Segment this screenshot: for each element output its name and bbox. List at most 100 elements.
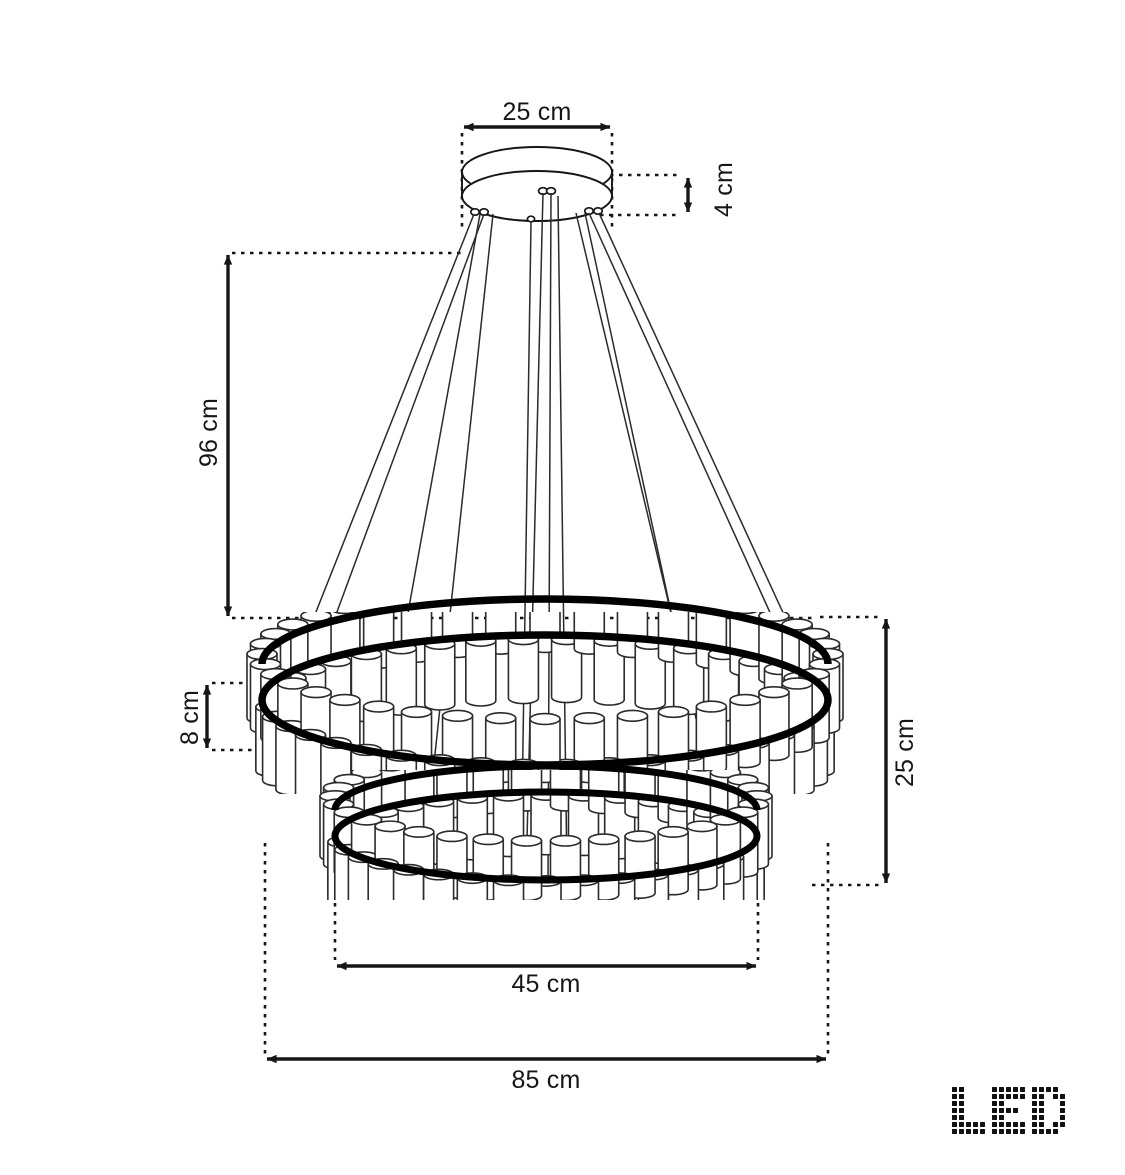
led-dot xyxy=(1006,1129,1011,1134)
led-dot xyxy=(1039,1129,1044,1134)
led-dot xyxy=(966,1129,971,1134)
led-dot xyxy=(966,1087,971,1092)
led-dot xyxy=(959,1115,964,1120)
led-dot xyxy=(952,1115,957,1120)
led-dot xyxy=(980,1094,985,1099)
led-dot xyxy=(973,1101,978,1106)
led-dot xyxy=(1046,1108,1051,1113)
led-dot xyxy=(1053,1129,1058,1134)
led-dot xyxy=(999,1122,1004,1127)
led-dot xyxy=(980,1122,985,1127)
led-dot xyxy=(959,1122,964,1127)
led-dot xyxy=(1032,1129,1037,1134)
led-dot xyxy=(1053,1101,1058,1106)
dim-label-suspension-drop: 96 cm xyxy=(195,397,224,467)
led-dot xyxy=(1039,1122,1044,1127)
led-dot xyxy=(1032,1101,1037,1106)
led-dot xyxy=(1053,1122,1058,1127)
led-dot xyxy=(959,1129,964,1134)
led-dot xyxy=(1032,1115,1037,1120)
led-dot xyxy=(1053,1108,1058,1113)
led-dot xyxy=(1046,1101,1051,1106)
lower-ring-back-edge xyxy=(331,762,761,811)
led-dot xyxy=(1006,1108,1011,1113)
dimension-arrows xyxy=(202,122,891,1064)
led-dot xyxy=(959,1094,964,1099)
led-dot xyxy=(980,1108,985,1113)
led-dot xyxy=(1013,1108,1018,1113)
led-dot xyxy=(1006,1101,1011,1106)
led-dot xyxy=(1032,1122,1037,1127)
led-dot xyxy=(1032,1108,1037,1113)
led-dot xyxy=(1013,1115,1018,1120)
led-dot xyxy=(1053,1087,1058,1092)
led-dot xyxy=(992,1101,997,1106)
led-dot xyxy=(1013,1094,1018,1099)
led-dot xyxy=(1020,1108,1025,1113)
led-dot xyxy=(1060,1101,1065,1106)
dim-label-inner-ring-diameter: 45 cm xyxy=(511,969,581,998)
led-dot xyxy=(1046,1129,1051,1134)
led-dot xyxy=(1060,1087,1065,1092)
led-dot xyxy=(973,1129,978,1134)
led-dot xyxy=(1020,1101,1025,1106)
led-dot xyxy=(992,1094,997,1099)
led-dot xyxy=(952,1129,957,1134)
led-dot xyxy=(973,1122,978,1127)
led-dot xyxy=(999,1115,1004,1120)
led-dot xyxy=(999,1101,1004,1106)
led-dot xyxy=(1039,1087,1044,1092)
dim-label-canopy-diameter: 25 cm xyxy=(502,97,572,126)
led-dot xyxy=(1020,1094,1025,1099)
led-dot xyxy=(1006,1087,1011,1092)
led-dot xyxy=(1039,1094,1044,1099)
led-badge xyxy=(952,1087,1065,1134)
led-dot xyxy=(1020,1129,1025,1134)
led-dot xyxy=(1006,1122,1011,1127)
led-dot xyxy=(980,1087,985,1092)
led-dot xyxy=(973,1108,978,1113)
led-dot xyxy=(966,1122,971,1127)
led-dot xyxy=(992,1129,997,1134)
led-char-e xyxy=(992,1087,1025,1134)
led-dot xyxy=(1060,1108,1065,1113)
lower-ring-ellipse xyxy=(331,788,761,884)
lower-ring-band xyxy=(331,762,761,884)
led-dot xyxy=(1060,1122,1065,1127)
led-dot xyxy=(1060,1115,1065,1120)
led-dot xyxy=(1020,1122,1025,1127)
led-dot xyxy=(1013,1122,1018,1127)
led-dot xyxy=(1006,1094,1011,1099)
led-dot xyxy=(1006,1115,1011,1120)
led-dot xyxy=(1032,1094,1037,1099)
led-dot xyxy=(999,1087,1004,1092)
led-dot xyxy=(1046,1094,1051,1099)
led-dot xyxy=(1046,1087,1051,1092)
led-dot xyxy=(973,1094,978,1099)
led-dot xyxy=(1053,1115,1058,1120)
led-dot xyxy=(959,1087,964,1092)
led-dot xyxy=(1060,1094,1065,1099)
led-dot xyxy=(1039,1101,1044,1106)
led-dot xyxy=(966,1101,971,1106)
led-dot xyxy=(1039,1108,1044,1113)
led-dot xyxy=(952,1101,957,1106)
led-dot xyxy=(1046,1122,1051,1127)
led-dot xyxy=(952,1122,957,1127)
led-dot xyxy=(1020,1087,1025,1092)
led-tube-upper xyxy=(465,634,497,707)
dim-label-outer-ring-diameter: 85 cm xyxy=(511,1065,581,1094)
led-dot xyxy=(1053,1094,1058,1099)
led-char-d xyxy=(1032,1087,1065,1134)
led-dot xyxy=(952,1087,957,1092)
led-dot xyxy=(999,1108,1004,1113)
canopy-bottom-face xyxy=(461,170,613,222)
led-dot xyxy=(999,1129,1004,1134)
led-dot xyxy=(1013,1129,1018,1134)
upper-ring-back-edge xyxy=(258,595,832,665)
led-dot xyxy=(952,1108,957,1113)
led-dot xyxy=(992,1087,997,1092)
led-dot xyxy=(999,1094,1004,1099)
led-dot xyxy=(973,1115,978,1120)
led-dot xyxy=(973,1087,978,1092)
